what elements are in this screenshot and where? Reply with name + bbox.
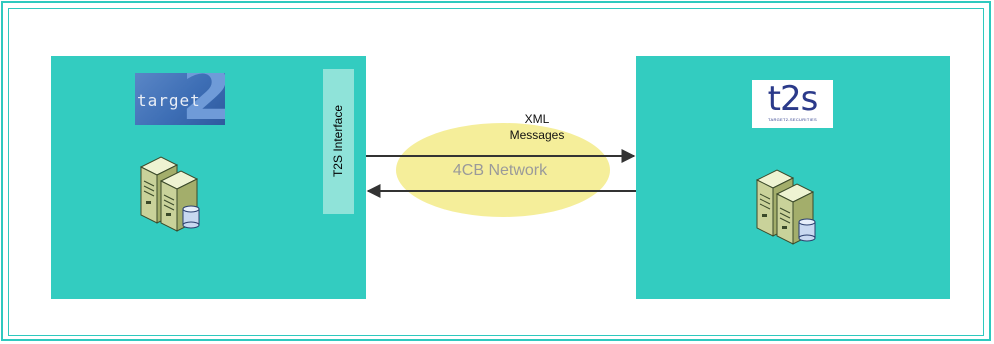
network-label: 4CB Network: [452, 162, 548, 179]
network-ellipse: [396, 123, 610, 217]
target2-logo-text: target: [137, 91, 201, 110]
t2s-logo-text: t2s: [767, 79, 819, 119]
server-with-database-icon: [139, 156, 200, 232]
xml-label: XML: [524, 112, 550, 126]
target2-logo: 2 target: [135, 73, 225, 125]
t2s-interface-bar: T2S Interface: [323, 69, 354, 214]
inner-frame: [8, 8, 984, 336]
t2s-logo: t2s TARGET2-SECURITIES: [752, 80, 833, 128]
target2-system-box: 2 target T2S Interface: [51, 56, 366, 299]
target2-logo-numeral: 2: [181, 73, 225, 125]
server-with-database-icon: [755, 169, 816, 245]
t2s-system-box: t2s TARGET2-SECURITIES: [636, 56, 950, 299]
t2s-logo-tagline: TARGET2-SECURITIES: [768, 117, 817, 122]
messages-label: Messages: [509, 128, 565, 142]
xml-messages-label: XML Messages: [470, 111, 604, 143]
